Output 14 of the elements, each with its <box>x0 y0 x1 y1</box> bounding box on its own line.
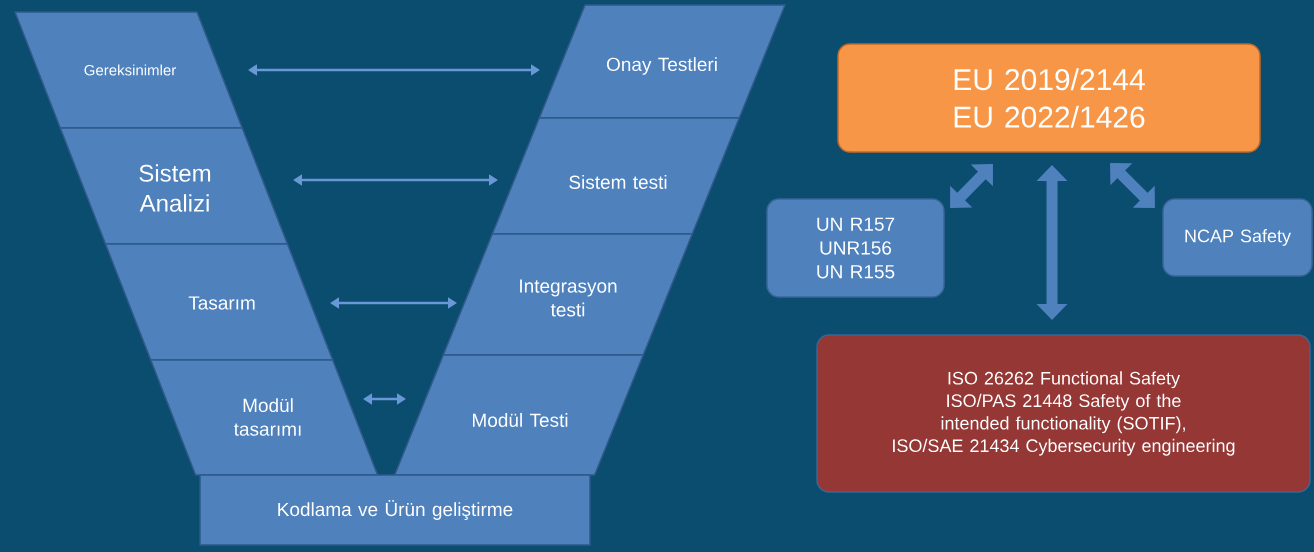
v-model-stage: Sistem testi <box>491 117 741 235</box>
v-model-stage: Integrasyon testi <box>442 233 694 356</box>
block-arrow <box>950 164 993 208</box>
standard-box: ISO 26262 Functional Safety ISO/PAS 21448 Safety of the intended functionality (SOTIF), ISO/SAE 21434 Cybersecurity engineering <box>816 334 1311 493</box>
v-model-stage: Tasarım <box>104 243 334 361</box>
standard-box: UN R157 UNR156 UN R155 <box>766 198 945 298</box>
standard-box: NCAP Safety <box>1162 198 1313 277</box>
v-model-stage: Modül Testi <box>393 354 645 476</box>
v-model-base: Kodlama ve Ürün geliştirme <box>199 474 591 546</box>
v-model-stage: Sistem Analizi <box>59 127 289 245</box>
v-model-stage: Onay Testleri <box>538 4 787 119</box>
standard-box: EU 2019/2144 EU 2022/1426 <box>837 43 1261 153</box>
block-arrow <box>1036 165 1068 320</box>
block-arrow <box>1110 163 1155 208</box>
